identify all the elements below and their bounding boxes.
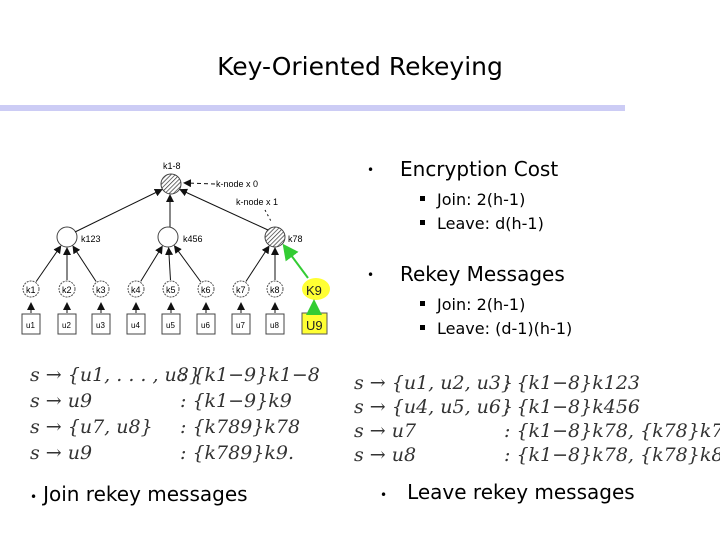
key-tree-diagram: k1-8 k-node x 0 k-node x 1 k123 k456 k78… <box>21 161 330 335</box>
rekey-join-item: Join: 2(h-1) <box>420 295 525 314</box>
encryption-join-text: Join: 2(h-1) <box>437 190 526 209</box>
new-key-label: K9 <box>306 283 322 298</box>
join-msg-row-rhs: : {k789}k78 <box>180 416 301 438</box>
leaf-key-label: k4 <box>131 285 141 295</box>
leave-msg-row-rhs: : {k1−8}k78, {k78}k7 <box>504 420 720 442</box>
tree-edge <box>173 245 202 283</box>
rekey-leave-text: Leave: (d-1)(h-1) <box>437 319 573 338</box>
join-msg-row: s → u9 <box>30 390 93 412</box>
user-box <box>126 313 146 335</box>
k456-node <box>157 226 179 248</box>
title-divider <box>0 105 625 111</box>
leave-msg-row: s → u7 <box>354 420 417 442</box>
slide-title: Key-Oriented Rekeying <box>217 52 503 81</box>
user-label: u2 <box>62 321 71 330</box>
user-label: u5 <box>166 321 175 330</box>
encryption-join-item: Join: 2(h-1) <box>420 190 525 209</box>
user-box <box>161 313 181 335</box>
root-annotation: k-node x 0 <box>216 179 258 189</box>
leave-msg-row: s → u8 <box>354 444 417 466</box>
join-msg-row-rhs: : {k1−9}k1−8 <box>180 364 320 386</box>
leaf-key-node <box>92 280 110 298</box>
rekey-leave-item: Leave: (d-1)(h-1) <box>420 319 572 338</box>
new-key-k9 <box>302 278 330 300</box>
leaf-key-label: k2 <box>62 285 72 295</box>
user-label: u3 <box>96 321 105 330</box>
tree-edge <box>245 245 270 282</box>
join-msg-row: s → {u1, . . . , u8} <box>30 364 201 386</box>
join-caption: • Join rekey messages <box>30 482 248 506</box>
bullet-dot: • <box>367 268 375 282</box>
bullet-dot: • <box>30 490 38 504</box>
tree-edge <box>35 245 62 282</box>
leave-caption-text: Leave rekey messages <box>407 480 635 504</box>
leaf-key-label: k3 <box>96 285 106 295</box>
leaf-key-node <box>127 280 145 298</box>
square-bullet-icon <box>420 220 425 225</box>
bullet-dot: • <box>380 488 388 502</box>
leave-msg-row: s → {u1, u2, u3} <box>354 372 514 394</box>
leave-msg-row-rhs: : {k1−8}k456 <box>504 396 641 418</box>
leaf-key-node <box>22 280 40 298</box>
user-box <box>21 313 41 335</box>
square-bullet-icon <box>420 301 425 306</box>
tree-edge <box>165 246 174 281</box>
rekey-messages-heading: Rekey Messages <box>400 262 565 286</box>
leaf-key-node <box>232 280 250 298</box>
leaf-key-label: k6 <box>201 285 211 295</box>
tree-edge <box>72 245 97 282</box>
user-label: u6 <box>201 321 210 330</box>
k123-node <box>56 226 78 248</box>
k456-label: k456 <box>183 234 203 244</box>
rekey-join-text: Join: 2(h-1) <box>437 295 526 314</box>
join-msg-row: s → u9 <box>30 442 93 464</box>
join-msg-row-rhs: : {k789}k9. <box>180 442 295 464</box>
user-label: u1 <box>26 321 35 330</box>
leaf-key-label: k7 <box>236 285 246 295</box>
leaf-key-node <box>162 280 180 298</box>
encryption-leave-item: Leave: d(h-1) <box>420 214 544 233</box>
leave-msg-row-rhs: : {k1−8}k78, {k78}k8. <box>504 444 720 466</box>
k123-label: k123 <box>81 234 101 244</box>
leaf-key-node <box>266 280 284 298</box>
k78-label: k78 <box>288 234 303 244</box>
join-caption-text: Join rekey messages <box>43 482 248 506</box>
user-box <box>57 313 77 335</box>
root-key-node <box>160 173 182 195</box>
bullet-dot: • <box>367 163 375 177</box>
square-bullet-icon <box>420 325 425 330</box>
user-box <box>265 313 285 335</box>
user-box <box>231 313 251 335</box>
leaf-key-node <box>197 280 215 298</box>
join-msg-row-rhs: : {k1−9}k9 <box>180 390 292 412</box>
root-key-label: k1-8 <box>163 161 181 171</box>
leaf-key-label: k1 <box>26 285 36 295</box>
user-label: u7 <box>236 321 245 330</box>
join-msg-row: s → {u7, u8} <box>30 416 153 438</box>
leave-caption: • Leave rekey messages <box>380 480 635 504</box>
user-label: u8 <box>270 321 279 330</box>
user-label: u4 <box>131 321 140 330</box>
encryption-leave-text: Leave: d(h-1) <box>437 214 544 233</box>
leaf-key-node <box>58 280 76 298</box>
new-user-label: U9 <box>306 318 323 333</box>
leaf-key-label: k5 <box>166 285 176 295</box>
leave-msg-row: s → {u4, u5, u6} <box>354 396 514 418</box>
k78-annotation: k-node x 1 <box>236 197 278 207</box>
square-bullet-icon <box>420 196 425 201</box>
leaf-key-label: k8 <box>270 285 280 295</box>
leave-msg-row-rhs: : {k1−8}k123 <box>504 372 641 394</box>
user-box <box>91 313 111 335</box>
encryption-cost-heading: Encryption Cost <box>400 157 559 181</box>
user-box <box>196 313 216 335</box>
tree-edge <box>140 245 163 282</box>
